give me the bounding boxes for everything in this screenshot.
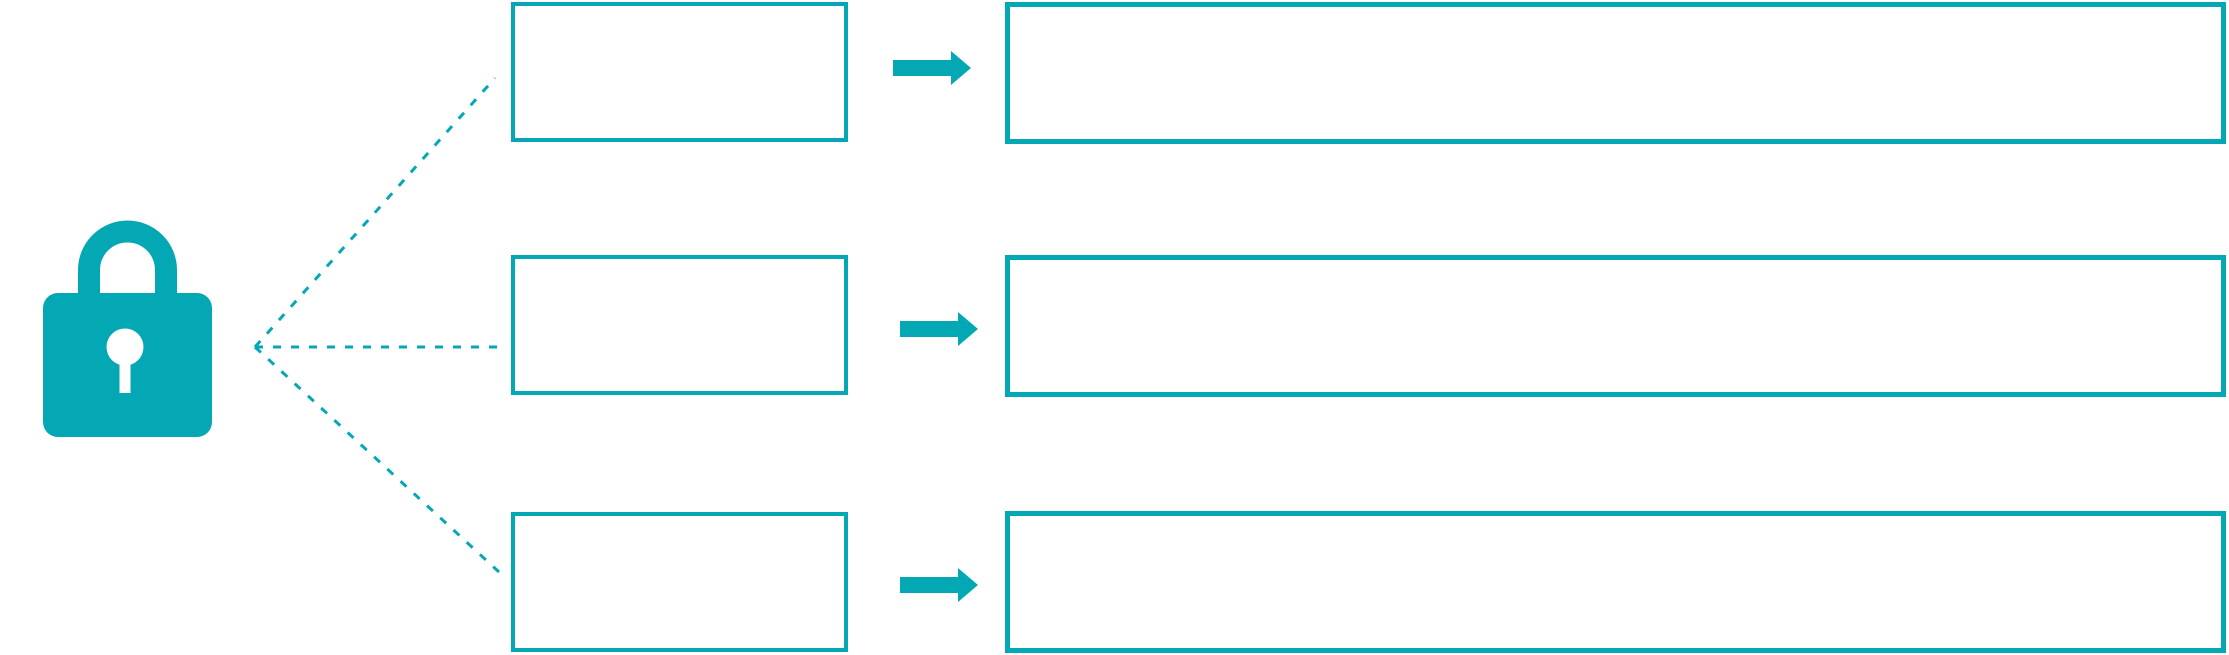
right-arrow-icon	[900, 568, 978, 602]
term-box-3	[511, 512, 848, 652]
right-arrow-icon	[900, 312, 978, 346]
term-box-1	[511, 2, 848, 142]
term-box-2	[511, 255, 848, 395]
detail-box-2	[1005, 255, 2226, 397]
detail-box-3	[1005, 511, 2226, 653]
right-arrow-icon	[893, 51, 971, 85]
detail-box-1	[1005, 2, 2226, 144]
connector-line-top	[253, 77, 497, 348]
connector-line-bottom	[253, 345, 501, 574]
lock-icon	[43, 220, 212, 437]
